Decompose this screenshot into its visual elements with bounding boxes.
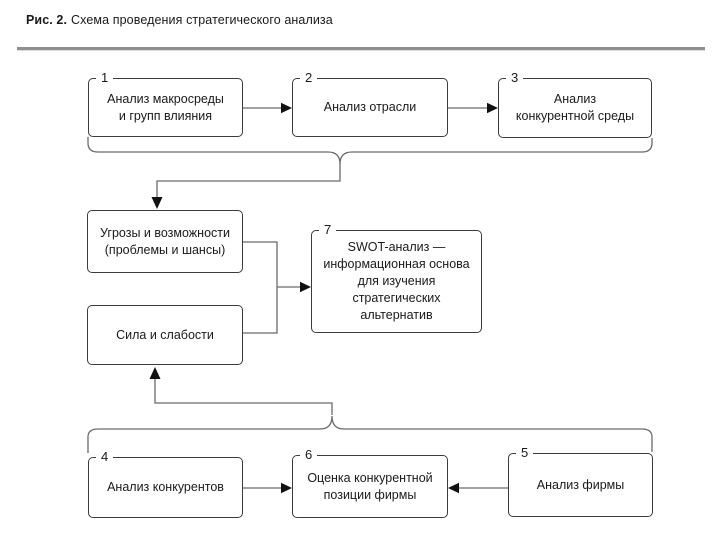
box-5-firm-analysis: 5 Анализ фирмы [508,445,653,517]
figure-number-label: Рис. 2. [26,13,68,27]
box-text-line: стратегических [352,291,441,305]
box-2-industry-analysis: 2 Анализ отрасли [292,70,448,137]
arrowhead-competitors-to-position [281,482,292,494]
caption-divider [17,47,705,51]
box-text-line: Угрозы и возможности [100,225,230,240]
box-number-3: 3 [506,70,524,86]
arrowhead-into-swot [300,281,311,293]
box-1-macro-environment: 1 Анализ макросреды и групп влияния [88,70,243,137]
box-number-5: 5 [516,445,534,461]
box-text-line: Анализ фирмы [536,477,625,492]
box-threats-opportunities: Угрозы и возможности (проблемы и шансы) [87,210,243,273]
arrowhead-into-threats [151,197,163,209]
box-text-line: позиции фирмы [323,487,417,502]
box-3-competitive-environment: 3 Анализ конкурентной среды [498,70,652,138]
line-brace-top-to-threats [156,163,341,199]
box-4-competitor-analysis: 4 Анализ конкурентов [88,449,243,518]
box-number-6: 6 [300,447,318,463]
box-text-line: Анализ макросреды [107,91,224,106]
brace-top [87,137,653,165]
arrowhead-industry-to-compenv [487,102,498,114]
line-brace-bottom-to-strengths [154,378,333,415]
box-text-line: альтернатив [360,308,433,322]
box-text-line: Оценка конкурентной [307,470,433,485]
arrowhead-into-strengths [149,367,161,379]
figure-title: Схема проведения стратегического анализа [71,13,333,27]
box-text-line: и групп влияния [118,108,213,123]
box-text-line: SWOT-анализ — [347,240,446,254]
box-number-1: 1 [96,70,114,86]
box-text-line: (проблемы и шансы) [104,242,226,257]
box-number-4: 4 [96,449,114,465]
box-text-line: информационная основа [323,257,470,271]
box-7-swot-analysis: 7 SWOT-анализ — информационная основа дл… [311,222,482,333]
box-text-line: Анализ отрасли [323,100,417,114]
box-text-line: для изучения [357,274,436,288]
box-text-line: Анализ [553,92,597,106]
box-6-competitive-position: 6 Оценка конкурентной позиции фирмы [292,447,448,518]
box-number-7: 7 [319,222,337,238]
line-threats-strengths-join [243,241,278,334]
figure-caption: Рис. 2.Схема проведения стратегического … [26,13,333,27]
box-text-line: Анализ конкурентов [107,480,224,494]
box-number-2: 2 [300,70,318,86]
arrowhead-firm-to-position [448,482,459,494]
box-text-line: Сила и слабости [116,327,214,342]
brace-bottom [87,415,653,453]
box-text-line: конкурентной среды [515,109,635,123]
arrowhead-macro-to-industry [281,102,292,114]
box-strengths-weaknesses: Сила и слабости [87,305,243,365]
